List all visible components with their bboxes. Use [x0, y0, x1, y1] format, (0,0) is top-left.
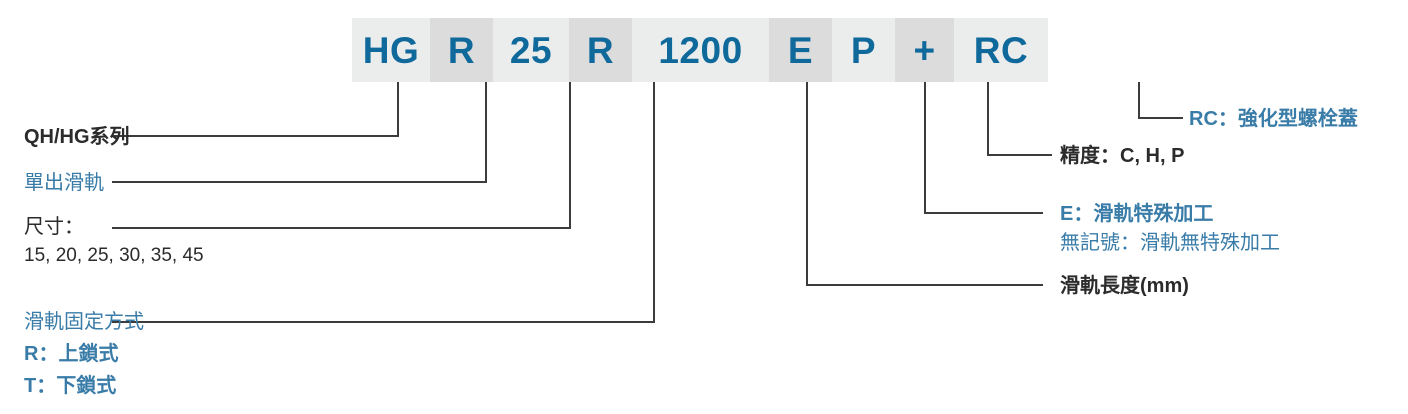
- leader-special: [923, 96, 1043, 215]
- label-series: QH/HG系列: [24, 126, 130, 148]
- part-number-cell-size: 25: [493, 18, 569, 82]
- part-number-cell-accuracy: P: [832, 18, 895, 82]
- leader-accuracy: [986, 96, 1052, 157]
- part-number-cell-plus: +: [895, 18, 954, 82]
- label-accuracy: 精度：C, H, P: [1060, 145, 1185, 167]
- part-number-strip: HG R 25 R 1200 E P + RC: [352, 18, 1048, 82]
- label-mounting-heading: 滑軌固定方式: [24, 311, 144, 333]
- part-number-cell-bolt-cover: RC: [954, 18, 1048, 82]
- label-bolt-cover: RC：強化型螺栓蓋: [1189, 108, 1358, 130]
- part-number-cell-rail-type: R: [430, 18, 493, 82]
- label-rail-type: 單出滑軌: [24, 172, 104, 194]
- leader-size: [112, 96, 572, 230]
- label-mounting-t: T：下鎖式: [24, 375, 117, 397]
- leader-mounting: [112, 96, 656, 324]
- label-special-e: E：滑軌特殊加工: [1060, 203, 1214, 225]
- part-number-cell-series: HG: [352, 18, 430, 82]
- leader-bolt-cover: [1137, 96, 1183, 120]
- label-size-heading: 尺寸：: [24, 216, 84, 238]
- leader-rail-type: [112, 96, 488, 184]
- label-mounting-r: R：上鎖式: [24, 343, 119, 365]
- part-number-cell-rail-length: 1200: [632, 18, 769, 82]
- label-special-none: 無記號：滑軌無特殊加工: [1060, 232, 1280, 254]
- label-rail-length: 滑軌長度(mm): [1060, 275, 1189, 297]
- leader-rail-length: [805, 96, 1043, 287]
- part-number-cell-mounting: R: [569, 18, 632, 82]
- leader-series: [112, 96, 400, 138]
- part-number-cell-special: E: [769, 18, 832, 82]
- label-size-values: 15, 20, 25, 30, 35, 45: [24, 245, 204, 266]
